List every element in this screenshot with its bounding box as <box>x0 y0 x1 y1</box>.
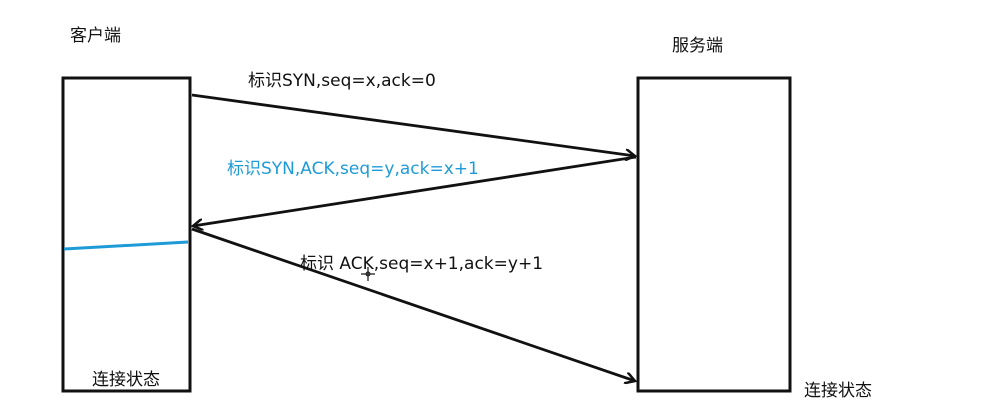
server-box <box>636 76 792 393</box>
connection-marker-line <box>63 240 189 251</box>
message-syn-label: 标识SYN,seq=x,ack=0 <box>248 71 436 91</box>
message-syn-ack-label: 标识SYN,ACK,seq=y,ack=x+1 <box>227 159 479 179</box>
arrow-ack <box>191 227 635 381</box>
client-box <box>61 76 192 393</box>
server-state-label: 连接状态 <box>804 381 872 401</box>
arrow-syn-ack <box>193 155 637 226</box>
client-state-label: 连接状态 <box>92 370 160 390</box>
message-ack-label: 标识 ACK,seq=x+1,ack=y+1 <box>300 254 544 274</box>
client-title: 客户端 <box>70 26 121 46</box>
arrow-syn <box>191 93 635 156</box>
server-title: 服务端 <box>672 36 723 56</box>
crosshair-cursor-icon <box>361 267 375 281</box>
